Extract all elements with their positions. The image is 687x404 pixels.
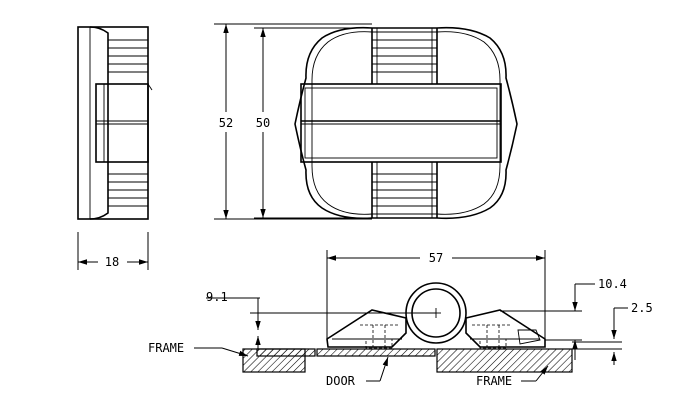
dimension-width-side: 18 bbox=[77, 232, 149, 270]
dimension-label-50: 50 bbox=[256, 116, 270, 130]
dimension-label-57: 57 bbox=[429, 251, 443, 265]
side-view bbox=[77, 26, 153, 220]
dimension-heights: 52 50 bbox=[214, 23, 372, 220]
callout-frame-right: FRAME bbox=[476, 365, 549, 388]
front-view-ribs bbox=[372, 39, 437, 207]
dimension-label-52: 52 bbox=[219, 116, 233, 130]
dimension-label-10-4: 10.4 bbox=[598, 277, 627, 291]
callout-door: DOOR bbox=[326, 356, 389, 388]
dimension-length: 57 bbox=[326, 250, 546, 339]
callout-frame-left-label: FRAME bbox=[148, 341, 184, 355]
dimension-height-knuckle: 10.4 bbox=[500, 277, 627, 360]
section-view bbox=[242, 282, 573, 373]
dimension-height-section: 9.1 bbox=[206, 290, 436, 349]
dimension-thickness: 2.5 bbox=[572, 301, 653, 365]
dimension-label-18: 18 bbox=[105, 255, 119, 269]
door-section bbox=[316, 348, 436, 357]
callout-frame-right-label: FRAME bbox=[476, 374, 512, 388]
front-view bbox=[294, 26, 518, 220]
callout-frame-left: FRAME bbox=[148, 341, 249, 357]
dimension-label-9-1: 9.1 bbox=[206, 290, 228, 304]
callout-door-label: DOOR bbox=[326, 374, 356, 388]
frame-right-section bbox=[436, 348, 573, 373]
side-view-ribs bbox=[108, 39, 148, 207]
dimension-label-2-5: 2.5 bbox=[631, 301, 653, 315]
